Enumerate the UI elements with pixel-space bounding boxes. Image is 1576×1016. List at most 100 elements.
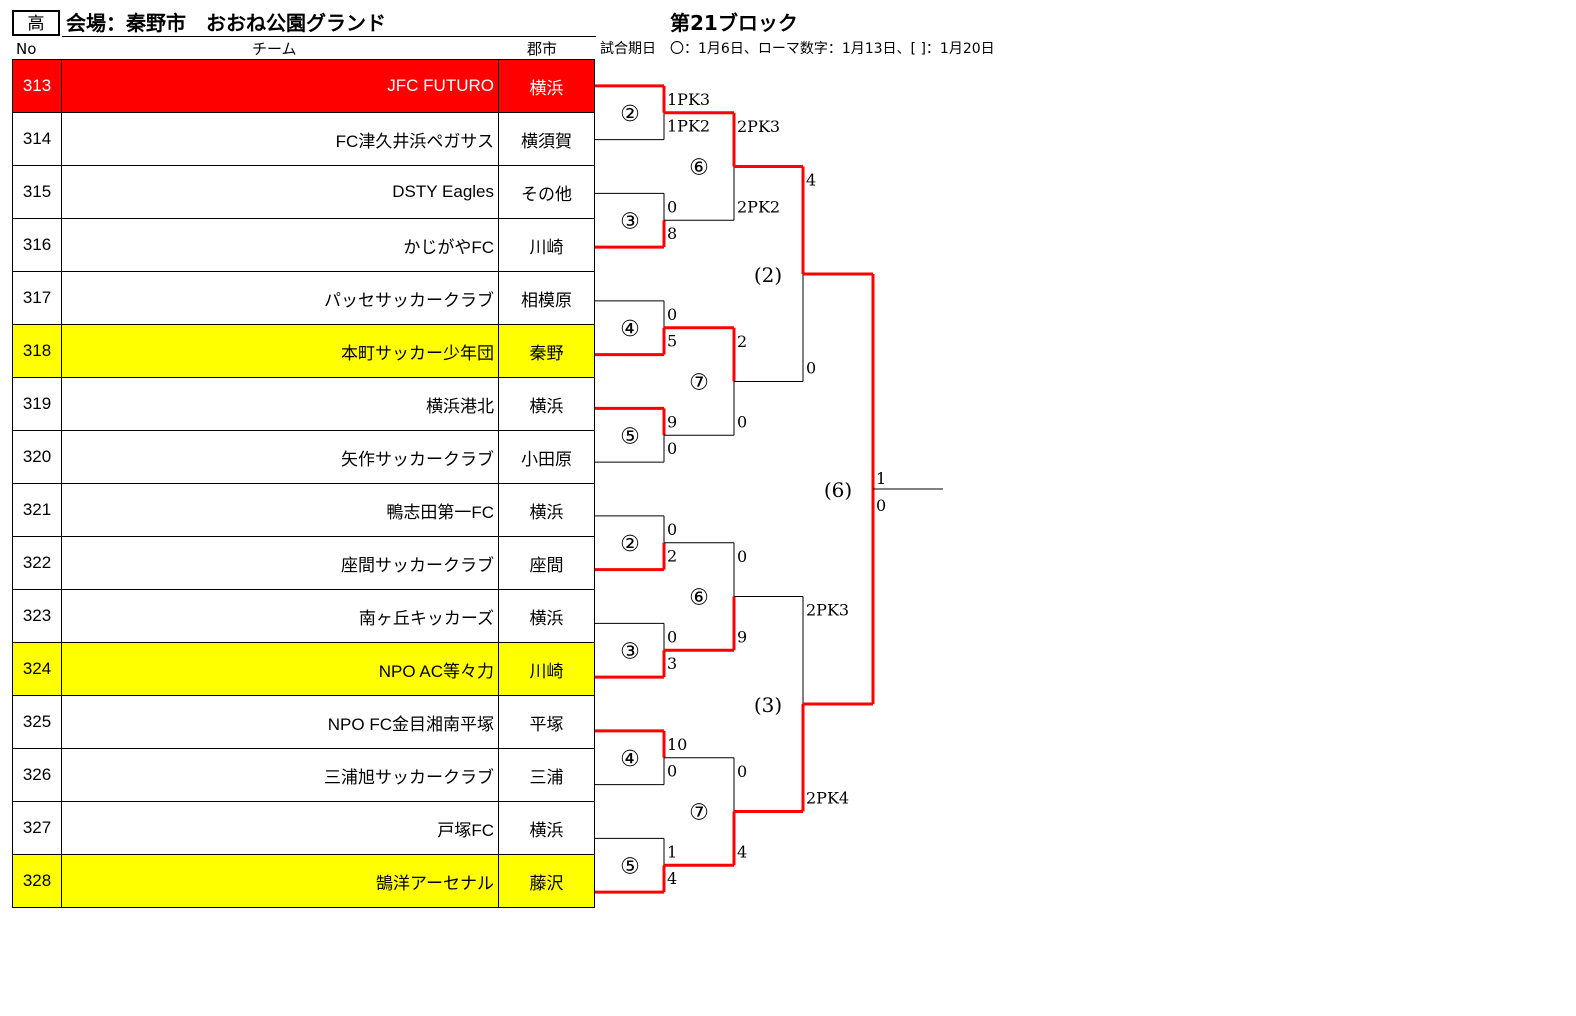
- match-label: ②: [620, 102, 640, 127]
- team-city: 平塚: [498, 695, 595, 749]
- col-header-team: チーム: [252, 40, 297, 58]
- team-no: 324: [12, 642, 62, 696]
- match-label: (2): [754, 263, 782, 287]
- score-top: 0: [667, 305, 677, 324]
- score-bottom: 1PK2: [667, 117, 710, 136]
- team-city: 座間: [498, 536, 595, 590]
- team-no: 327: [12, 801, 62, 855]
- team-no: 316: [12, 218, 62, 272]
- match-label: ⑦: [689, 801, 709, 826]
- team-no: 313: [12, 59, 62, 113]
- score-top: 2: [737, 332, 747, 351]
- score-top: 0: [667, 520, 677, 539]
- team-name: 矢作サッカークラブ: [61, 430, 499, 484]
- team-city: 秦野: [498, 324, 595, 378]
- score-top: 0: [737, 762, 747, 781]
- score-top: 1: [876, 469, 886, 488]
- team-name: パッセサッカークラブ: [61, 271, 499, 325]
- score-bottom: 2: [667, 547, 677, 566]
- team-city: 横浜: [498, 589, 595, 643]
- match-label: ③: [620, 209, 640, 234]
- score-top: 1PK3: [667, 90, 710, 109]
- score-top: 2PK3: [737, 117, 780, 136]
- score-top: 0: [667, 197, 677, 216]
- score-bottom: 8: [667, 224, 677, 243]
- match-label: ②: [620, 532, 640, 557]
- match-label: ③: [620, 639, 640, 664]
- team-name: NPO FC金目湘南平塚: [61, 695, 499, 749]
- team-city: 横浜: [498, 801, 595, 855]
- score-bottom: 0: [667, 439, 677, 458]
- score-bottom: 2PK2: [737, 197, 780, 216]
- team-name: 座間サッカークラブ: [61, 536, 499, 590]
- team-name: NPO AC等々力: [61, 642, 499, 696]
- team-name: 鵠洋アーセナル: [61, 854, 499, 908]
- score-top: 2PK3: [806, 601, 849, 620]
- score-top: 4: [806, 171, 816, 190]
- col-header-city: 郡市: [527, 40, 558, 58]
- team-name: 鴨志田第一FC: [61, 483, 499, 537]
- team-city: 横浜: [498, 377, 595, 431]
- team-no: 328: [12, 854, 62, 908]
- team-name: 三浦旭サッカークラブ: [61, 748, 499, 802]
- score-bottom: 0: [667, 762, 677, 781]
- team-name: DSTY Eagles: [61, 165, 499, 219]
- match-label: ⑥: [689, 156, 709, 181]
- score-bottom: 0: [737, 412, 747, 431]
- match-label: ④: [620, 317, 640, 342]
- venue-title: 会場：秦野市 おおね公園グランド: [66, 11, 386, 35]
- category-badge: 高: [12, 10, 60, 36]
- team-no: 314: [12, 112, 62, 166]
- match-label: ⑦: [689, 371, 709, 396]
- score-bottom: 9: [737, 627, 747, 646]
- score-top: 0: [667, 627, 677, 646]
- match-label: ④: [620, 747, 640, 772]
- score-bottom: 4: [667, 869, 677, 888]
- team-no: 318: [12, 324, 62, 378]
- col-header-no: No: [16, 40, 37, 58]
- team-city: その他: [498, 165, 595, 219]
- score-bottom: 4: [737, 842, 747, 861]
- team-no: 319: [12, 377, 62, 431]
- score-top: 10: [667, 735, 687, 754]
- match-label: ⑥: [689, 586, 709, 611]
- team-city: 相模原: [498, 271, 595, 325]
- score-bottom: 0: [876, 496, 886, 515]
- team-no: 321: [12, 483, 62, 537]
- score-top: 0: [737, 547, 747, 566]
- team-no: 320: [12, 430, 62, 484]
- match-label: ⑤: [620, 854, 640, 879]
- team-name: FC津久井浜ペガサス: [61, 112, 499, 166]
- team-city: 藤沢: [498, 854, 595, 908]
- score-bottom: 0: [806, 359, 816, 378]
- team-name: かじがやFC: [61, 218, 499, 272]
- match-label: (6): [824, 478, 852, 502]
- schedule-legend: 試合期日 〇：1月6日、ローマ数字：1月13日、[ ]：1月20日: [600, 41, 995, 57]
- team-no: 315: [12, 165, 62, 219]
- score-bottom: 5: [667, 332, 677, 351]
- match-label: (3): [754, 693, 782, 717]
- team-city: 小田原: [498, 430, 595, 484]
- header-underline: [62, 36, 596, 37]
- match-label: ⑤: [620, 424, 640, 449]
- score-top: 1: [667, 842, 677, 861]
- team-name: 本町サッカー少年団: [61, 324, 499, 378]
- team-no: 317: [12, 271, 62, 325]
- score-bottom: 3: [667, 654, 677, 673]
- team-city: 横須賀: [498, 112, 595, 166]
